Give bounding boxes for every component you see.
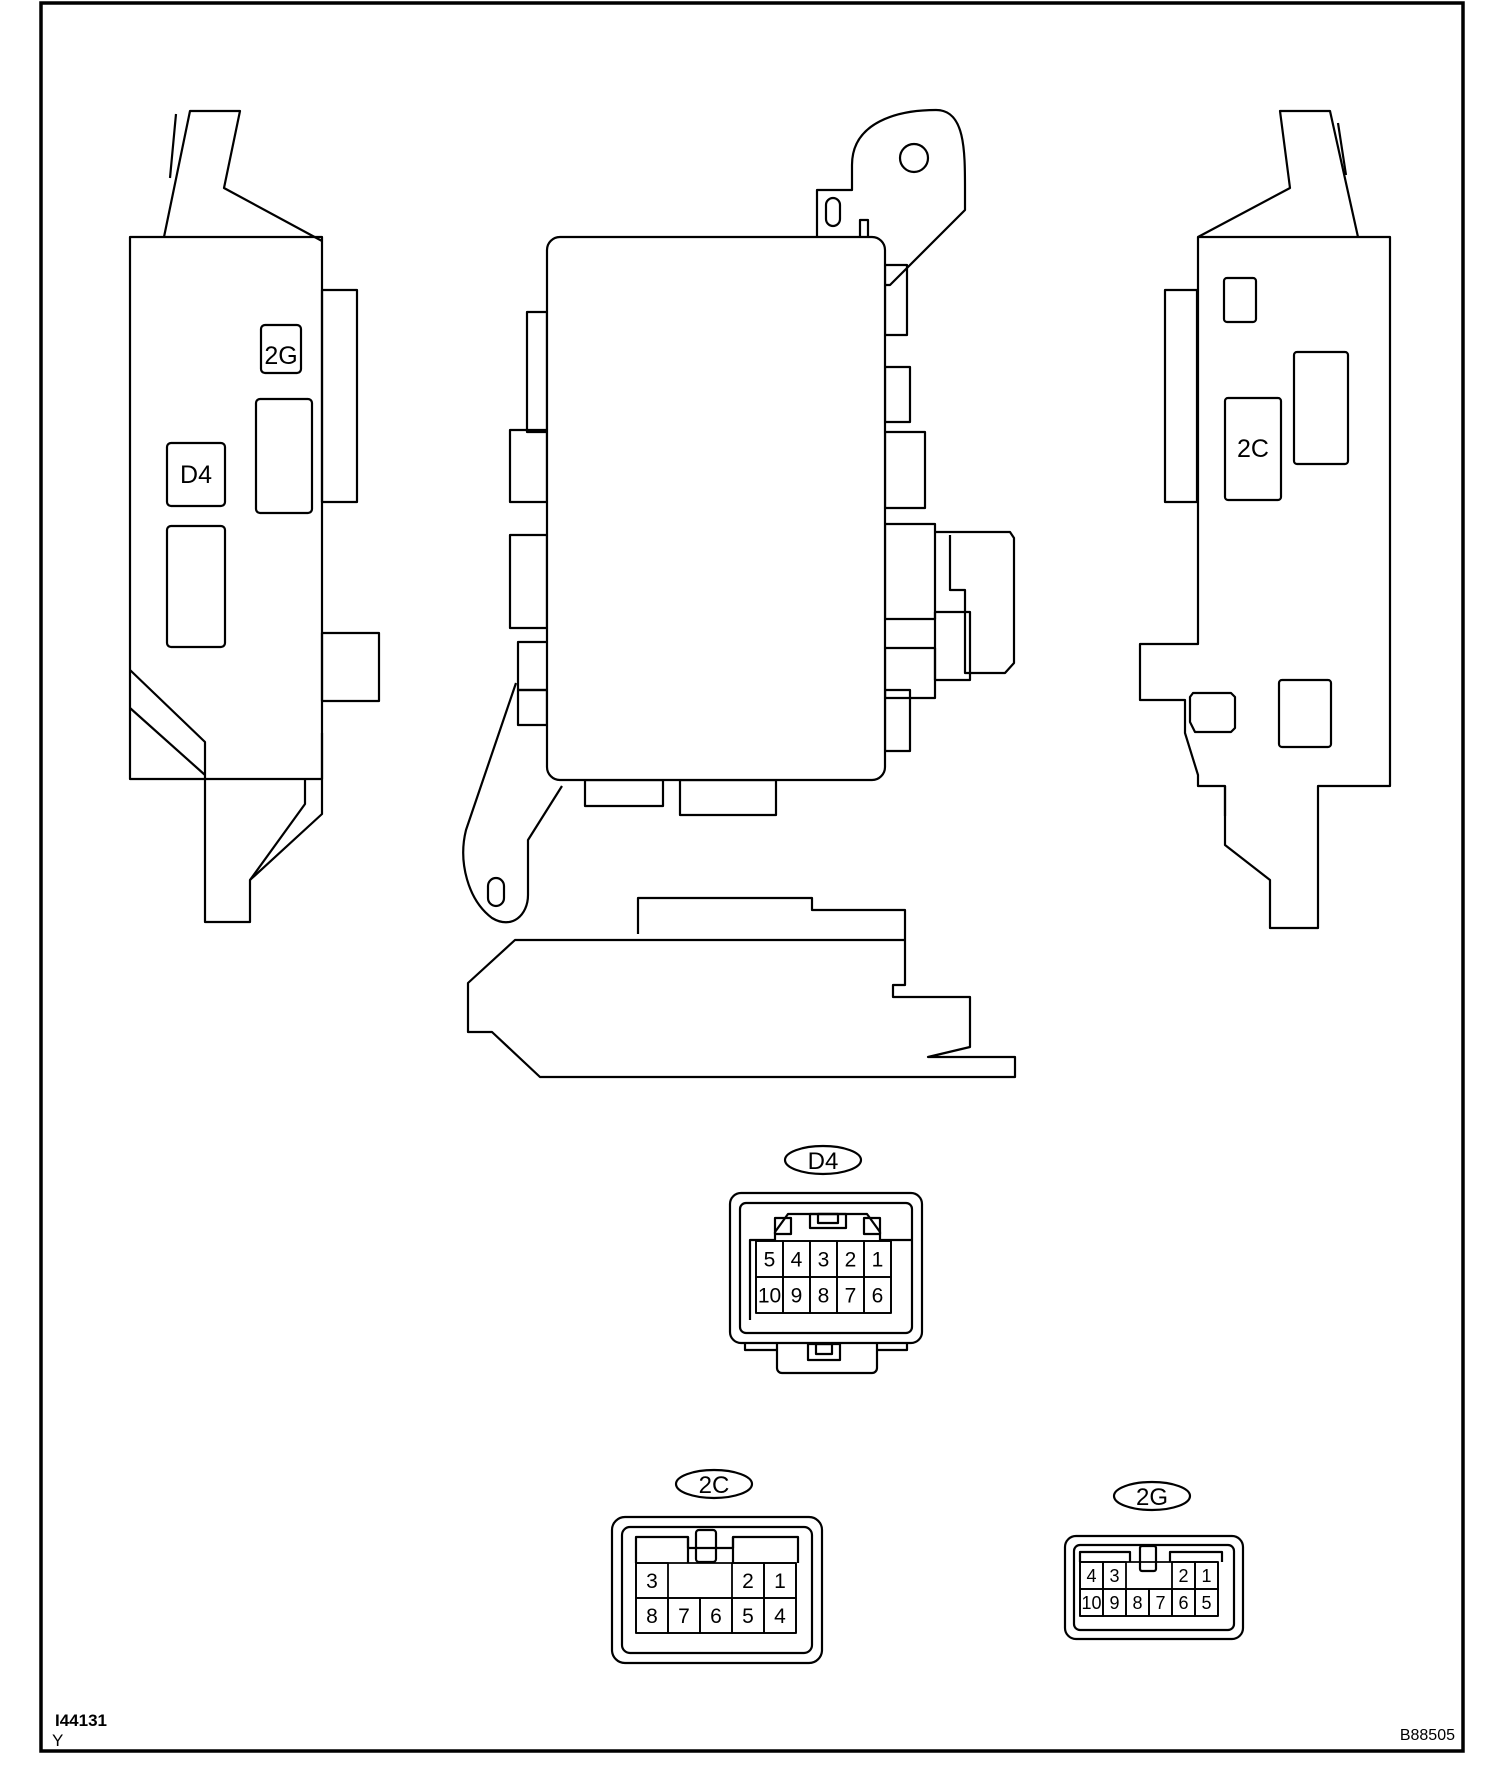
figure-ref-left-line1: I44131 xyxy=(55,1711,107,1730)
right-2c-port xyxy=(1223,396,1283,502)
g2-pin-number: 6 xyxy=(1178,1593,1188,1613)
g2-pin-number: 10 xyxy=(1081,1593,1101,1613)
left-d4-port xyxy=(165,441,227,508)
g2-pin-number: 2 xyxy=(1178,1566,1188,1586)
connector-2c-badge xyxy=(674,1468,754,1500)
g2-pin-number: 1 xyxy=(1201,1566,1211,1586)
g2-pin-number: 4 xyxy=(1086,1566,1096,1586)
d4-pin-number: 2 xyxy=(845,1249,857,1272)
c2-pin-block xyxy=(635,1562,797,1634)
c2-pin-number: 3 xyxy=(646,1570,658,1593)
d4-pin-number: 8 xyxy=(818,1285,830,1308)
d4-pin-number: 9 xyxy=(791,1285,803,1308)
d4-pin-block xyxy=(755,1240,892,1314)
c2-pin-number: 2 xyxy=(742,1570,754,1593)
d4-pin-number: 3 xyxy=(818,1249,830,1272)
junction-block-body xyxy=(545,235,887,782)
c2-pin-number: 6 xyxy=(710,1605,722,1628)
g2-pin-number: 8 xyxy=(1132,1593,1142,1613)
c2-pin-number: 7 xyxy=(678,1605,690,1628)
c2-pin-number: 4 xyxy=(774,1605,786,1628)
connector-d4-badge xyxy=(783,1144,863,1176)
connector-2g-badge xyxy=(1112,1480,1192,1512)
d4-pin-number: 10 xyxy=(758,1285,781,1308)
junction-block-right-view: 2C xyxy=(1138,109,1392,930)
left-2g-label: 2G xyxy=(264,342,297,370)
g2-pin-block xyxy=(1079,1561,1219,1617)
connector-2g-label: 2G xyxy=(1136,1484,1168,1511)
left-2g-port xyxy=(259,323,303,375)
figure-frame xyxy=(39,1,1465,1753)
right-2c-label: 2C xyxy=(1237,435,1269,463)
junction-block-left-view: 2G D4 xyxy=(128,109,381,924)
g2-pin-number: 3 xyxy=(1109,1566,1119,1586)
d4-pin-number: 4 xyxy=(791,1249,803,1272)
d4-pin-number: 7 xyxy=(845,1285,857,1308)
c2-pin-number: 8 xyxy=(646,1605,658,1628)
d4-pin-number: 6 xyxy=(872,1285,884,1308)
c2-pin-number: 5 xyxy=(742,1605,754,1628)
g2-pin-number: 9 xyxy=(1109,1593,1119,1613)
g2-pin-number: 5 xyxy=(1201,1593,1211,1613)
connector-d4-label: D4 xyxy=(808,1148,839,1175)
d4-pin-number: 5 xyxy=(764,1249,776,1272)
junction-block-front-view xyxy=(462,108,1017,1079)
g2-pin-number: 7 xyxy=(1155,1593,1165,1613)
figure-ref-left-line2: Y xyxy=(52,1731,63,1750)
c2-pin-number: 1 xyxy=(774,1570,786,1593)
left-d4-label: D4 xyxy=(180,461,212,489)
d4-pin-number: 1 xyxy=(872,1249,884,1272)
connector-2c-label: 2C xyxy=(699,1472,730,1499)
figure-ref-right: B88505 xyxy=(1400,1727,1455,1744)
